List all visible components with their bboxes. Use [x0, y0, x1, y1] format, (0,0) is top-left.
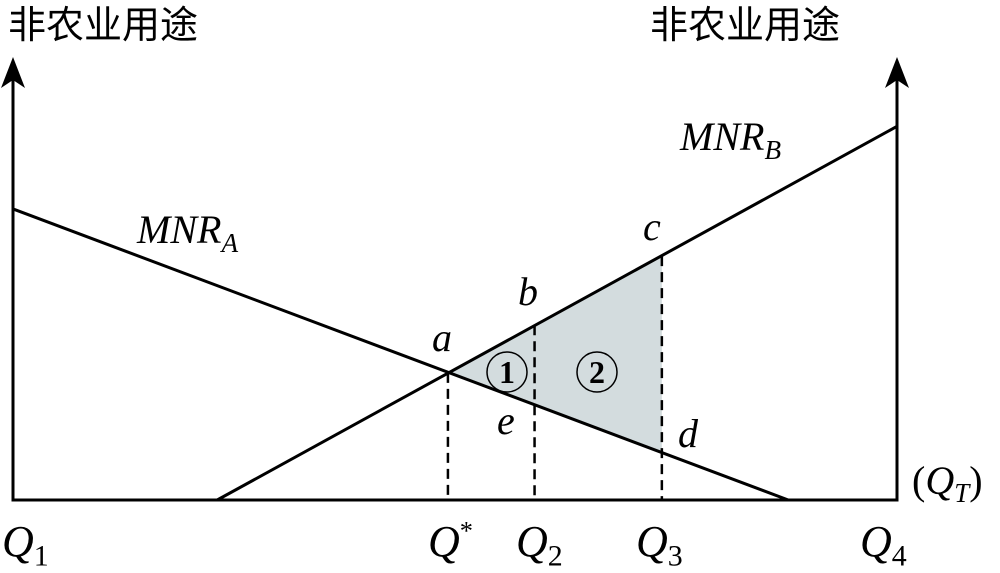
- shaded-region-2: [534, 256, 662, 453]
- region-label-1: 1: [499, 354, 515, 390]
- x-tick-label-2: Q*: [428, 515, 473, 566]
- region-circle-1: [486, 351, 528, 393]
- point-label-e: e: [497, 398, 515, 443]
- label-mnr-b: MNRB: [679, 114, 781, 165]
- left-axis-label: 非农业用途: [8, 3, 198, 47]
- x-tick-label-4: Q3: [636, 517, 683, 573]
- axes: [1, 57, 909, 502]
- curves: [12, 125, 898, 502]
- x-axis-label: (QT): [912, 458, 983, 508]
- labels: 非农业用途 非农业用途 MNRA MNRB a b c d e 1 2Q1 Q* Q2 Q3 Q4(QT…: [2, 3, 983, 573]
- dashed-guides: [446, 256, 664, 500]
- label-mnr-a: MNRA: [136, 207, 238, 258]
- curve-mnr-b: [216, 125, 898, 502]
- point-label-b: b: [518, 269, 538, 314]
- shaded-regions: [447, 256, 662, 453]
- right-axis-arrow-icon: [885, 57, 909, 88]
- point-label-d: d: [678, 411, 699, 456]
- point-label-a: a: [432, 315, 452, 360]
- region-circle-2: [576, 351, 618, 393]
- x-tick-label-5: Q4: [860, 517, 907, 573]
- curve-mnr-a: [12, 207, 789, 502]
- x-tick-label-3: Q2: [516, 517, 563, 573]
- left-axis-arrow-icon: [1, 57, 25, 88]
- x-tick-label-1: Q1: [2, 517, 49, 573]
- right-axis-label: 非农业用途: [650, 3, 840, 47]
- region-label-2: 2: [589, 354, 605, 390]
- point-label-c: c: [643, 204, 661, 249]
- shaded-region-1: [447, 325, 535, 405]
